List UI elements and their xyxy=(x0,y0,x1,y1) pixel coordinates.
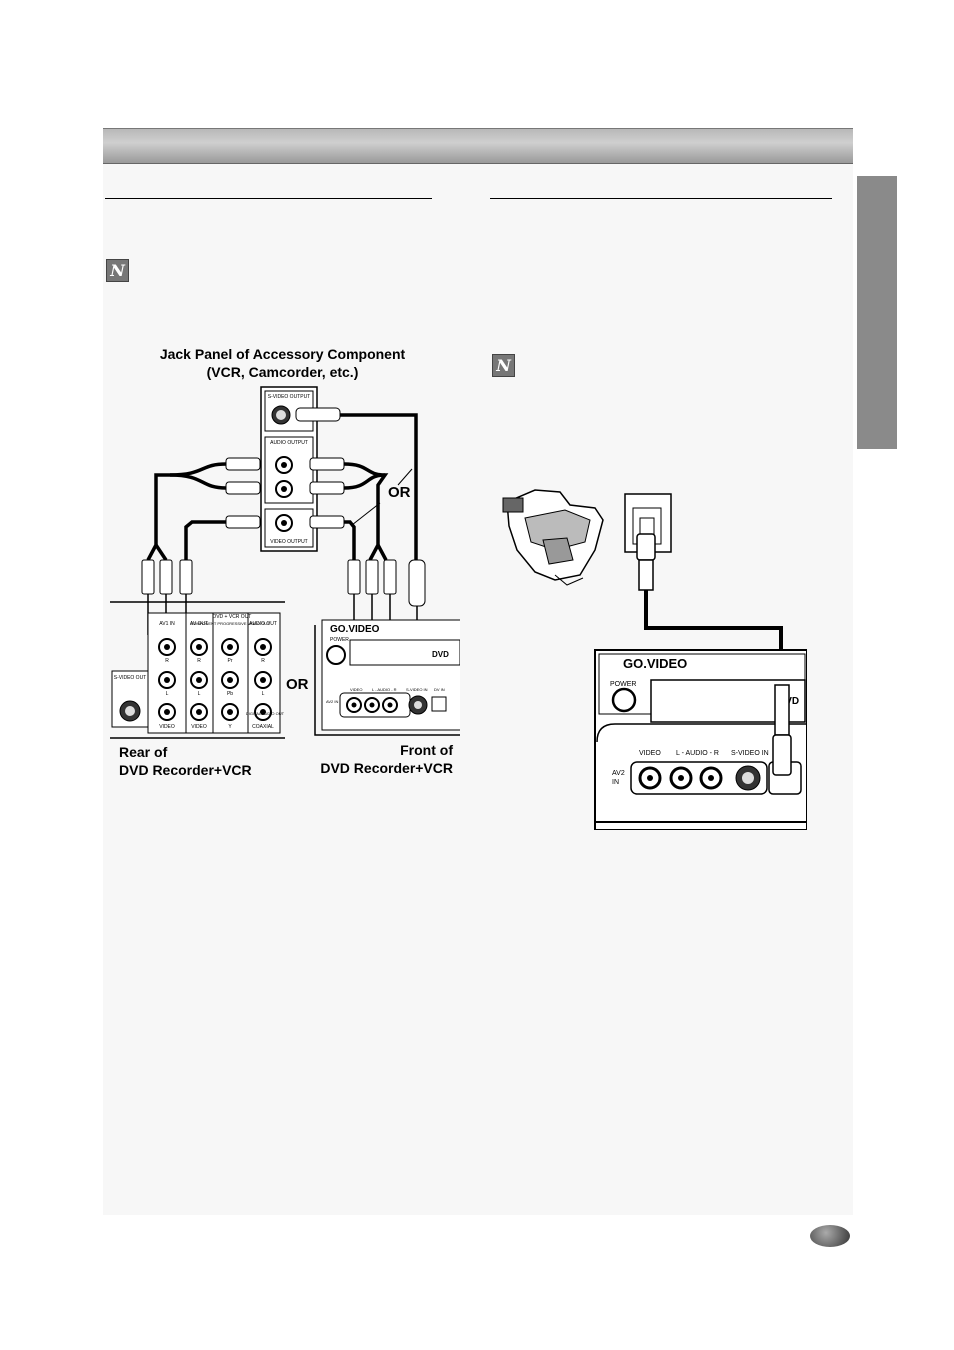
svg-text:VIDEO: VIDEO xyxy=(191,724,207,730)
svg-text:R: R xyxy=(197,658,201,664)
svg-text:IN: IN xyxy=(612,779,619,786)
svg-text:DVD: DVD xyxy=(432,650,449,659)
svg-text:L - AUDIO - R: L - AUDIO - R xyxy=(372,687,397,692)
svg-text:POWER: POWER xyxy=(610,681,636,688)
svg-text:Pb: Pb xyxy=(227,691,233,697)
header-bar xyxy=(103,128,853,164)
svg-text:GO.VIDEO: GO.VIDEO xyxy=(330,624,380,635)
camcorder-illustration xyxy=(502,489,604,586)
audio-output-text: AUDIO OUTPUT xyxy=(270,440,308,446)
front-caption: Front of DVD Recorder+VCR xyxy=(320,742,453,776)
svg-text:AV OUT: AV OUT xyxy=(190,621,208,627)
svg-text:POWER: POWER xyxy=(330,637,349,643)
right-section-rule xyxy=(490,198,832,199)
svg-text:AUDIO OUT: AUDIO OUT xyxy=(249,621,277,627)
note-icon-right: N xyxy=(492,354,515,377)
svg-text:DVD + VCR OUT: DVD + VCR OUT xyxy=(213,614,252,620)
svg-text:S-VIDEO IN: S-VIDEO IN xyxy=(731,750,769,757)
svg-text:VIDEO: VIDEO xyxy=(350,687,362,692)
svg-text:L: L xyxy=(262,691,265,697)
svg-text:S-VIDEO IN: S-VIDEO IN xyxy=(406,687,428,692)
svg-text:S-VIDEO OUT: S-VIDEO OUT xyxy=(114,675,147,681)
svg-text:COMPONENT PROGRESSIVE VIDEO OU: COMPONENT PROGRESSIVE VIDEO OUT xyxy=(190,621,270,626)
or-label-middle: OR xyxy=(286,676,309,693)
svg-text:AV2 IN: AV2 IN xyxy=(326,699,338,704)
note-icon: N xyxy=(106,259,129,282)
connection-diagram-camcorder: GO.VIDEO POWER DVD VIDEO L - AUDIO - R S… xyxy=(502,489,807,830)
svg-text:VIDEO: VIDEO xyxy=(639,750,661,757)
or-label-top: OR xyxy=(388,484,411,501)
connection-diagram-rear-front: S-VIDEO OUTPUT AUDIO OUTPUT VIDEO OUTPUT xyxy=(110,386,460,739)
svg-text:L - AUDIO - R: L - AUDIO - R xyxy=(676,750,719,757)
svideo-output-text: S-VIDEO OUTPUT xyxy=(268,394,311,400)
svg-text:AV2: AV2 xyxy=(612,770,625,777)
side-tab xyxy=(857,176,897,449)
page-number-badge xyxy=(810,1225,850,1247)
svg-text:L: L xyxy=(198,691,201,697)
jack-panel-title: Jack Panel of Accessory Component (VCR, … xyxy=(159,346,406,380)
svg-text:DV IN: DV IN xyxy=(434,687,445,692)
svg-text:GO.VIDEO: GO.VIDEO xyxy=(623,656,687,671)
svg-text:Pr: Pr xyxy=(228,658,233,664)
svg-text:DIGITAL AUDIO OUT: DIGITAL AUDIO OUT xyxy=(246,711,285,716)
video-output-text: VIDEO OUTPUT xyxy=(270,539,308,545)
svg-text:Y: Y xyxy=(228,724,232,730)
svg-text:R: R xyxy=(165,658,169,664)
svg-text:VIDEO: VIDEO xyxy=(159,724,175,730)
svg-text:COAXIAL: COAXIAL xyxy=(252,724,274,730)
svg-text:AV1 IN: AV1 IN xyxy=(159,621,175,627)
svg-text:L: L xyxy=(166,691,169,697)
svg-text:R: R xyxy=(261,658,265,664)
rear-caption: Rear of DVD Recorder+VCR xyxy=(119,744,252,778)
left-section-rule xyxy=(105,198,432,199)
